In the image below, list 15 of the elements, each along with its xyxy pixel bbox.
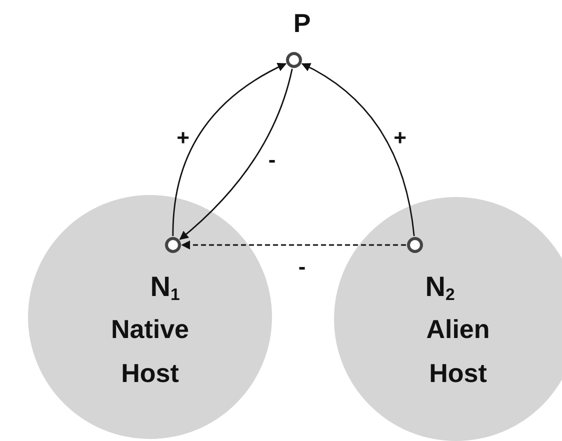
edge-label: - [268,149,276,171]
node-circle [407,237,423,253]
host-label: Alien Host [425,313,491,390]
node-label: N$_{1}$ [150,273,180,304]
edge-label: + [394,127,406,149]
arrow [181,240,406,250]
node-label: N$_{2}$ [425,273,455,304]
edge-label: - [298,256,306,278]
node-label: P [293,10,311,36]
arrow [179,68,293,240]
arrow [301,63,415,236]
host-label: Native Host [110,313,190,390]
node-circle [165,237,181,253]
arrow [172,63,287,236]
edge-label: + [176,127,190,149]
